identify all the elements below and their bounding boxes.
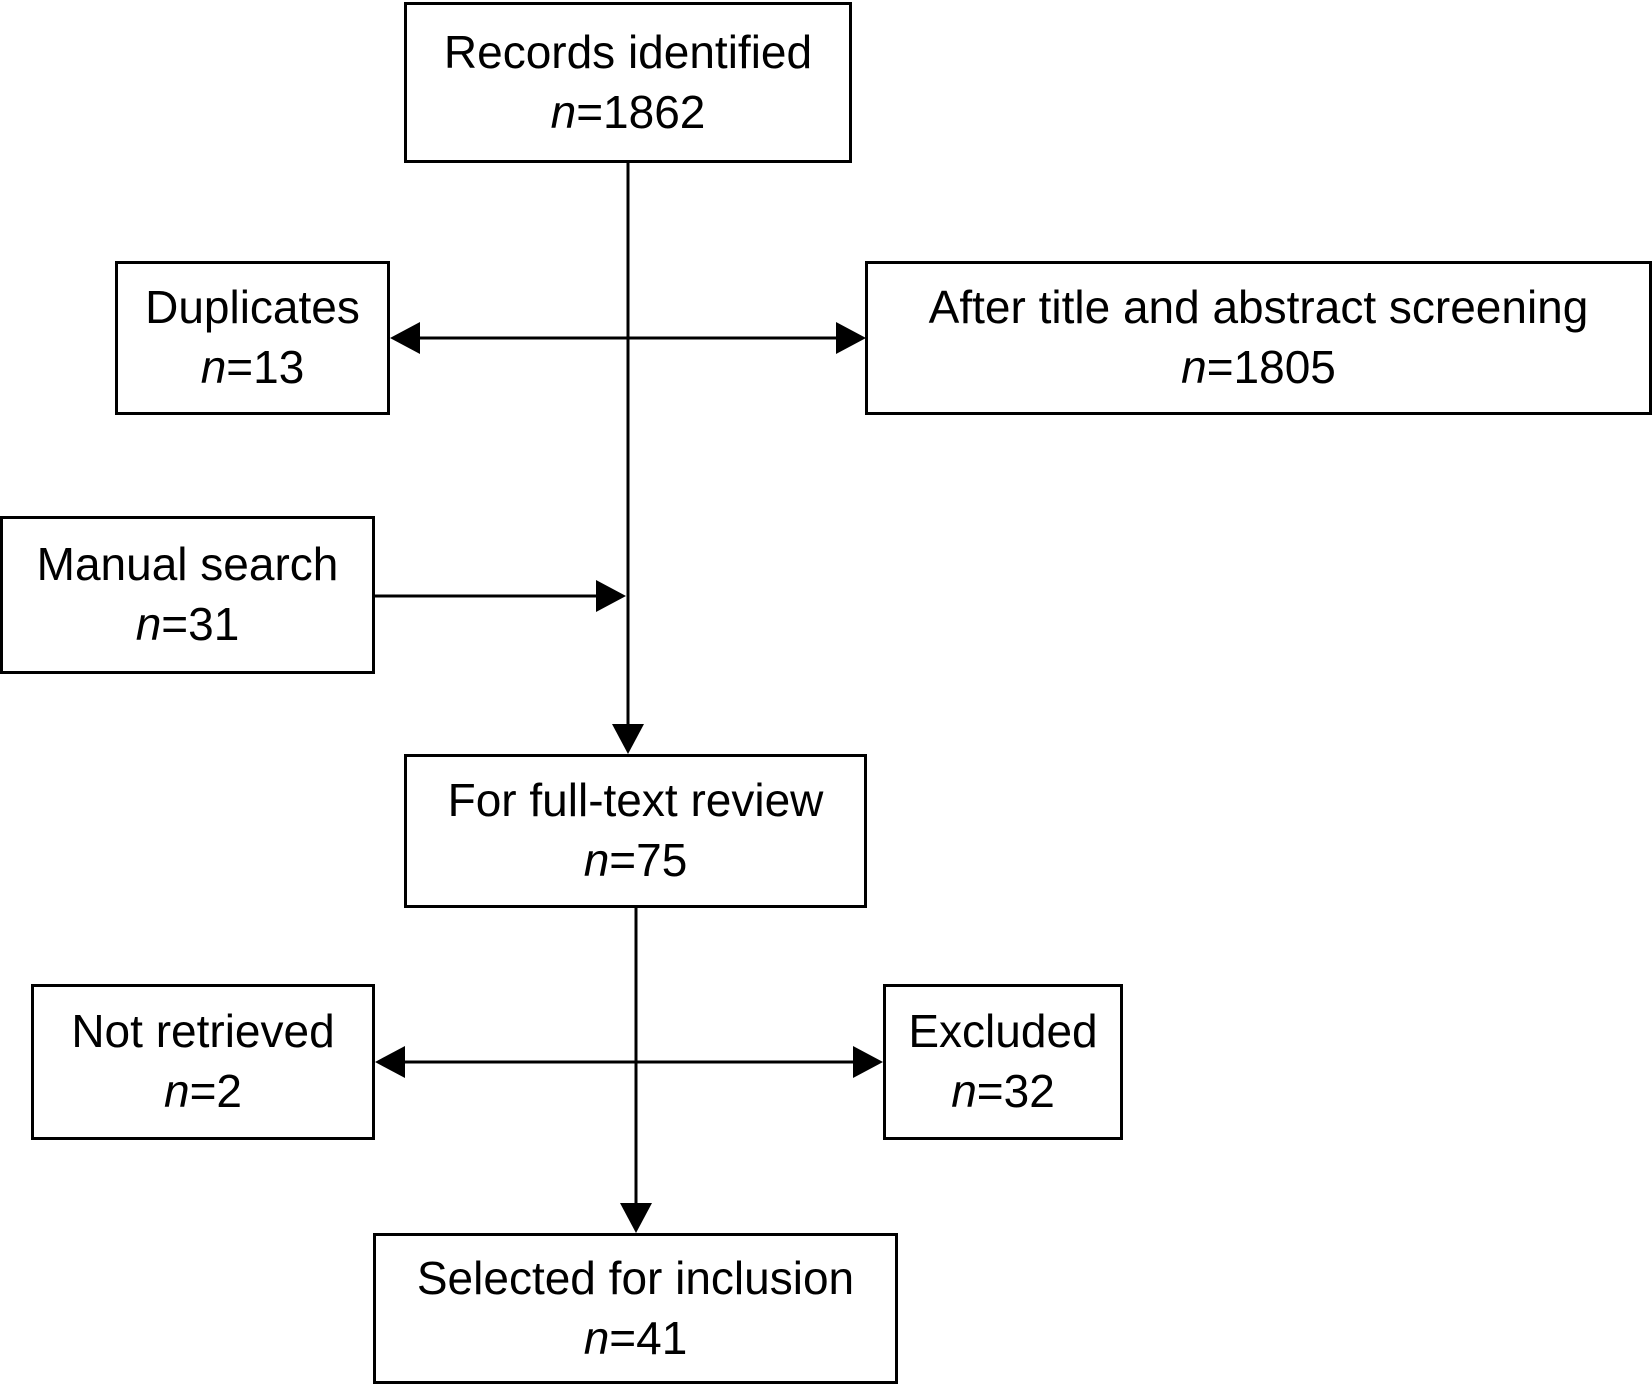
- selected-for-inclusion-box: Selected for inclusion n=41: [373, 1233, 898, 1384]
- after-screening-count: n=1805: [1181, 341, 1336, 393]
- manual-search-count: n=31: [135, 598, 240, 650]
- duplicates-label: Duplicates: [145, 281, 360, 334]
- arrowhead-fulltext: [612, 724, 644, 754]
- excluded-count: n=32: [951, 1065, 1055, 1117]
- records-identified-count: n=1862: [550, 85, 706, 138]
- duplicates-box: Duplicates n=13: [115, 261, 390, 415]
- manual-search-label: Manual search: [36, 538, 339, 591]
- arrowhead-selected: [620, 1203, 652, 1233]
- not-retrieved-count: n=2: [163, 1065, 243, 1117]
- arrowhead-after-screening: [836, 322, 866, 354]
- selected-for-inclusion-label: Selected for inclusion: [416, 1251, 855, 1304]
- selected-for-inclusion-count: n=41: [583, 1311, 688, 1364]
- arrowhead-not-retrieved: [375, 1046, 405, 1078]
- not-retrieved-box: Not retrieved n=2: [31, 984, 375, 1140]
- after-screening-label: After title and abstract screening: [928, 281, 1589, 334]
- not-retrieved-label: Not retrieved: [71, 1005, 335, 1058]
- arrowhead-manual: [596, 580, 626, 612]
- full-text-review-count: n=75: [583, 834, 688, 886]
- records-identified-box: Records identified n=1862: [404, 2, 852, 163]
- full-text-review-label: For full-text review: [447, 774, 824, 827]
- manual-search-box: Manual search n=31: [0, 516, 375, 674]
- arrowhead-excluded: [853, 1046, 883, 1078]
- excluded-box: Excluded n=32: [883, 984, 1123, 1140]
- excluded-label: Excluded: [908, 1005, 1098, 1058]
- after-screening-box: After title and abstract screening n=180…: [865, 261, 1652, 415]
- arrowhead-duplicates: [390, 322, 420, 354]
- full-text-review-box: For full-text review n=75: [404, 754, 867, 908]
- records-identified-label: Records identified: [443, 25, 813, 78]
- duplicates-count: n=13: [200, 341, 305, 393]
